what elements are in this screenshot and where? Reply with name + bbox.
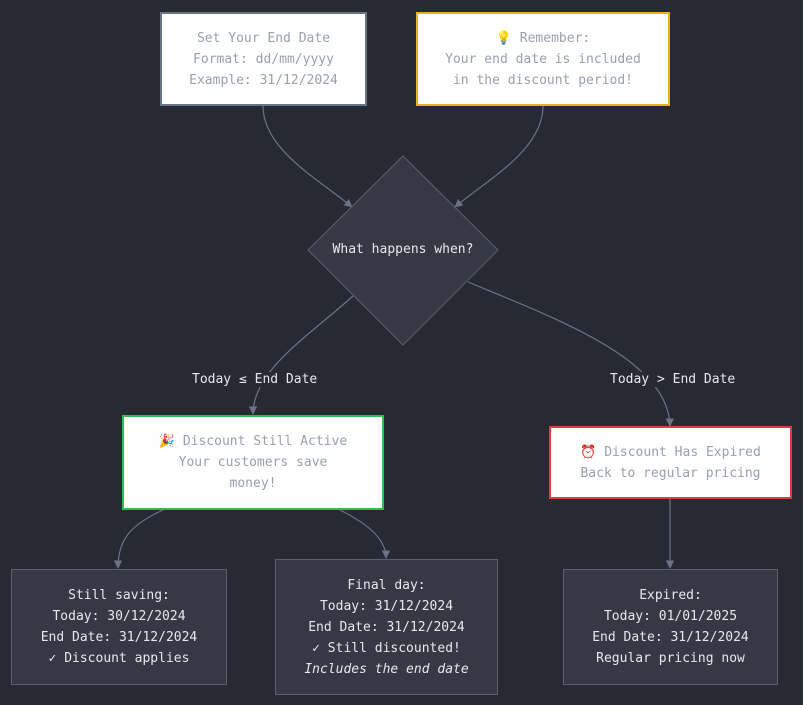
final-day-node: Final day: Today: 31/12/2024 End Date: 3…: [275, 559, 498, 695]
party-popper-icon: 🎉: [158, 434, 175, 449]
remember-line-1: Your end date is included: [445, 51, 641, 67]
edge-decision-to-active: [248, 295, 354, 415]
final-line-5: Includes the end date: [304, 661, 469, 677]
active-line-1: Your customers save: [178, 455, 328, 470]
still-saving-node: Still saving: Today: 30/12/2024 End Date…: [11, 569, 227, 685]
edge-remember-to-decision: [454, 105, 544, 208]
expired-ex-line-1: Expired:: [639, 588, 702, 603]
edge-label-today-le-end: Today ≤ End Date: [190, 372, 320, 387]
active-title: Discount Still Active: [182, 434, 348, 449]
edge-decision-to-expired: [467, 281, 674, 427]
set-end-date-title: Set Your End Date: [196, 30, 331, 46]
expired-line-1: Back to regular pricing: [580, 465, 761, 481]
final-line-2: Today: 31/12/2024: [319, 598, 454, 614]
set-end-date-node: Set Your End Date Format: dd/mm/yyyy Exa…: [160, 12, 367, 106]
edge-label-today-gt-end: Today > End Date: [608, 372, 738, 387]
expired-ex-line-4: Regular pricing now: [596, 651, 745, 666]
saving-line-1: Still saving:: [68, 588, 170, 603]
remember-title: Remember:: [519, 30, 591, 46]
discount-expired-node: ⏰ Discount Has Expired Back to regular p…: [549, 426, 792, 499]
active-line-2: money!: [229, 476, 277, 491]
final-line-4: ✓ Still discounted!: [312, 640, 461, 656]
expired-ex-line-2: Today: 01/01/2025: [603, 609, 738, 624]
saving-line-3: End Date: 31/12/2024: [40, 630, 198, 645]
final-line-1: Final day:: [347, 577, 426, 593]
final-line-3: End Date: 31/12/2024: [308, 619, 465, 635]
expired-example-node: Expired: Today: 01/01/2025 End Date: 31/…: [563, 569, 778, 685]
decision-diamond: [307, 155, 499, 346]
decision-text: What happens when?: [332, 242, 474, 257]
discount-active-node: 🎉 Discount Still Active Your customers s…: [122, 415, 384, 510]
remember-node: 💡 Remember: Your end date is included in…: [416, 12, 670, 106]
edge-active-to-saving: [113, 509, 164, 569]
saving-line-4: ✓ Discount applies: [48, 651, 190, 666]
expired-ex-line-3: End Date: 31/12/2024: [592, 630, 749, 645]
remember-title-line: 💡 Remember:: [496, 28, 590, 49]
saving-line-2: Today: 30/12/2024: [52, 609, 186, 624]
remember-line-2: in the discount period!: [452, 72, 633, 88]
expired-title-line: ⏰ Discount Has Expired: [580, 442, 761, 463]
edge-set-to-decision: [262, 105, 353, 208]
lightbulb-icon: 💡: [495, 30, 512, 46]
active-title-line: 🎉 Discount Still Active: [159, 431, 347, 452]
set-end-date-example: Example: 31/12/2024: [189, 72, 338, 88]
alarm-clock-icon: ⏰: [580, 444, 597, 460]
edge-active-to-final: [339, 509, 391, 559]
expired-title: Discount Has Expired: [604, 444, 761, 460]
set-end-date-format: Format: dd/mm/yyyy: [193, 51, 334, 67]
